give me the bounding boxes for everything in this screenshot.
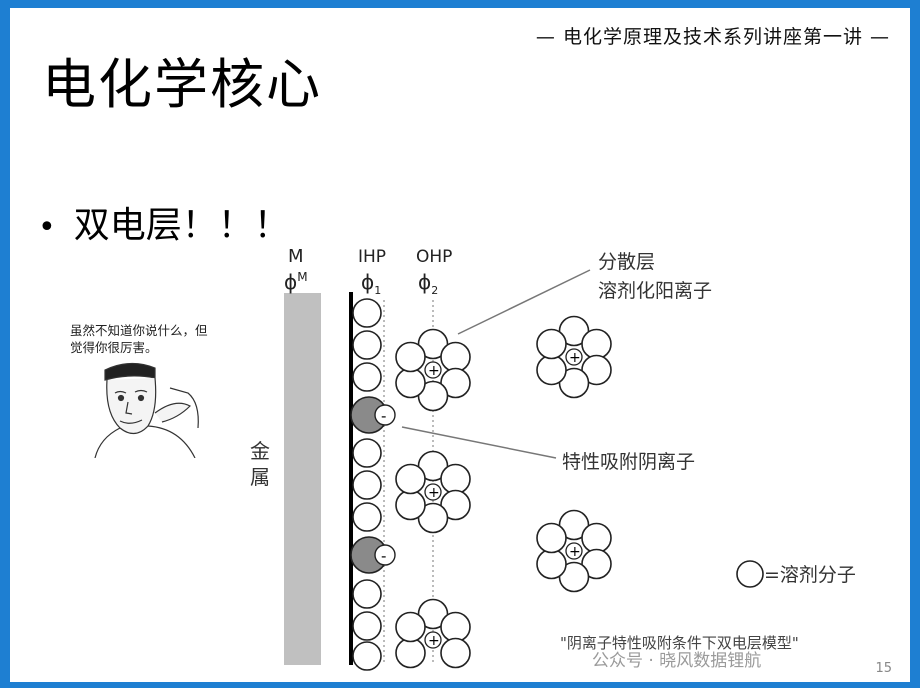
surface-solvent-molecules (352, 298, 382, 671)
series-header: — 电化学原理及技术系列讲座第一讲 — (535, 26, 890, 48)
meme-caption: 虽然不知道你说什么，但 觉得你很厉害。 (70, 322, 240, 356)
adsorbed-anion-label: 特性吸附阴离子 (562, 451, 695, 473)
slide-title: 电化学核心 (42, 53, 322, 116)
solvent-molecule (536, 522, 567, 554)
solvent-molecule (440, 341, 471, 373)
cation-sign: + (428, 363, 440, 379)
diffuse-layer-label: 分散层 (598, 251, 655, 273)
solvent-molecule (352, 470, 382, 500)
solvent-molecule (352, 330, 382, 360)
metal-text-1: 金 (250, 439, 270, 463)
cation-core (424, 483, 442, 501)
solvent-molecule (440, 611, 471, 643)
solvent-molecule (352, 502, 382, 532)
solvent-molecule (395, 611, 426, 643)
ohp-phi-label: ϕ2 (418, 270, 438, 297)
solvent-molecule (352, 611, 382, 641)
page-number: 15 (875, 661, 892, 676)
solvent-molecule (395, 637, 426, 669)
meme-caption-line-1: 虽然不知道你说什么，但 (70, 323, 208, 338)
solvent-molecule (440, 637, 471, 669)
solvent-molecule (395, 341, 426, 373)
svg-text:-: - (381, 407, 386, 425)
solvated-cations: + + + + + (395, 315, 612, 669)
diagram-caption: "阴离子特性吸附条件下双电层模型" (560, 634, 799, 652)
svg-text:-: - (381, 547, 386, 565)
solvent-molecule (395, 463, 426, 495)
solvated-cation-label: 溶剂化阳离子 (598, 280, 712, 302)
ihp-phi-label: ϕ1 (361, 270, 381, 297)
solvent-molecule (536, 328, 567, 360)
solvent-molecule (352, 579, 382, 609)
bullet-dot-icon: • (38, 210, 56, 245)
solvent-molecule (581, 328, 612, 360)
bullet-text: 双电层！！！ (73, 205, 290, 246)
legend-solvent-label: =溶剂分子 (764, 564, 856, 586)
ihp-label: IHP (358, 247, 386, 267)
ohp-label: OHP (416, 247, 452, 267)
solvent-molecule (352, 641, 382, 671)
cation-sign: + (569, 350, 581, 366)
solvent-molecule (352, 298, 382, 328)
metal-label-m: M (288, 246, 304, 267)
meme-face-illustration (94, 362, 199, 458)
solvent-molecule (352, 438, 382, 468)
cation-sign: + (569, 544, 581, 560)
metal-text-2: 属 (250, 465, 270, 489)
solvent-molecule (352, 362, 382, 392)
solvated-cation: + (395, 598, 471, 669)
diffuse-leader-line (457, 269, 591, 335)
cation-sign: + (428, 633, 440, 649)
cation-sign: + (428, 485, 440, 501)
meme-caption-line-2: 觉得你很厉害。 (70, 340, 158, 355)
solvent-molecule (536, 548, 567, 580)
solvent-molecule (440, 463, 471, 495)
cation-core (424, 631, 442, 649)
solvated-cation: + (395, 450, 471, 534)
solvent-molecule (395, 367, 426, 399)
cation-core (424, 361, 442, 379)
bullet-item: • 双电层！！！ (38, 196, 290, 248)
watermark: 公众号 · 晓风数据锂航 (592, 651, 762, 671)
adsorbed-anion-1: - (350, 396, 396, 434)
solvated-cation: + (536, 509, 612, 593)
metal-electrode (284, 293, 321, 665)
adsorbed-anion-2: - (350, 536, 396, 574)
solvent-molecule (395, 489, 426, 521)
solvent-molecule (581, 522, 612, 554)
cation-core (565, 348, 583, 366)
metal-label-phi: ϕM (284, 270, 308, 294)
solvent-molecule (536, 354, 567, 386)
solvated-cation: + (395, 328, 471, 412)
anion-leader-line (401, 426, 557, 459)
cation-core (565, 542, 583, 560)
legend-solvent-icon (736, 560, 764, 588)
solvated-cation: + (536, 315, 612, 399)
